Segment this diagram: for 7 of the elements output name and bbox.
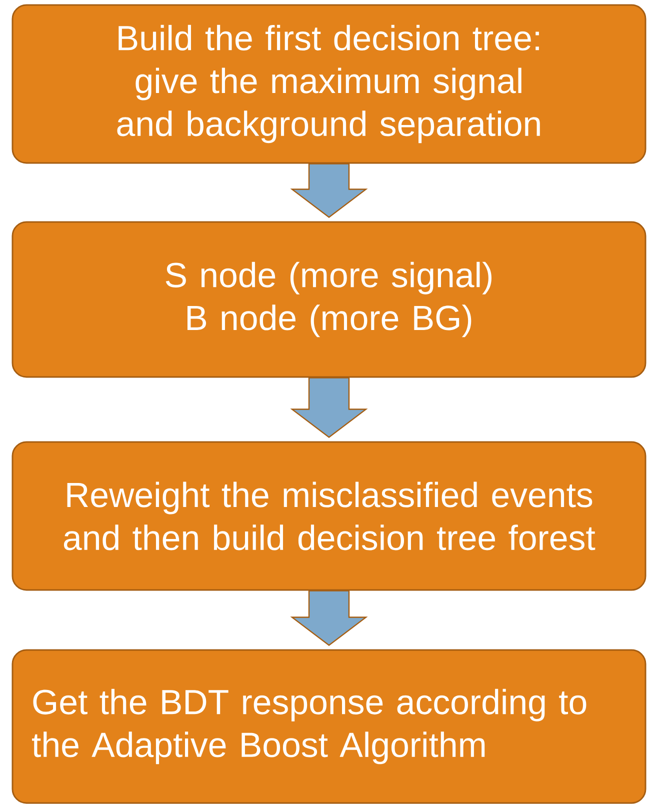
block-arrow bbox=[290, 590, 368, 646]
process-box: Reweight the misclassified events and then build decision tree forest bbox=[12, 441, 646, 591]
block-arrow bbox=[290, 163, 368, 218]
process-box: S node (more signal) B node (more BG) bbox=[12, 221, 646, 378]
block-arrow bbox=[290, 377, 368, 438]
process-box: Get the BDT response according to the Adaptive Boost Algorithm bbox=[12, 649, 646, 804]
process-box: Build the first decision tree: give the maximum signal and background separation bbox=[12, 4, 646, 164]
